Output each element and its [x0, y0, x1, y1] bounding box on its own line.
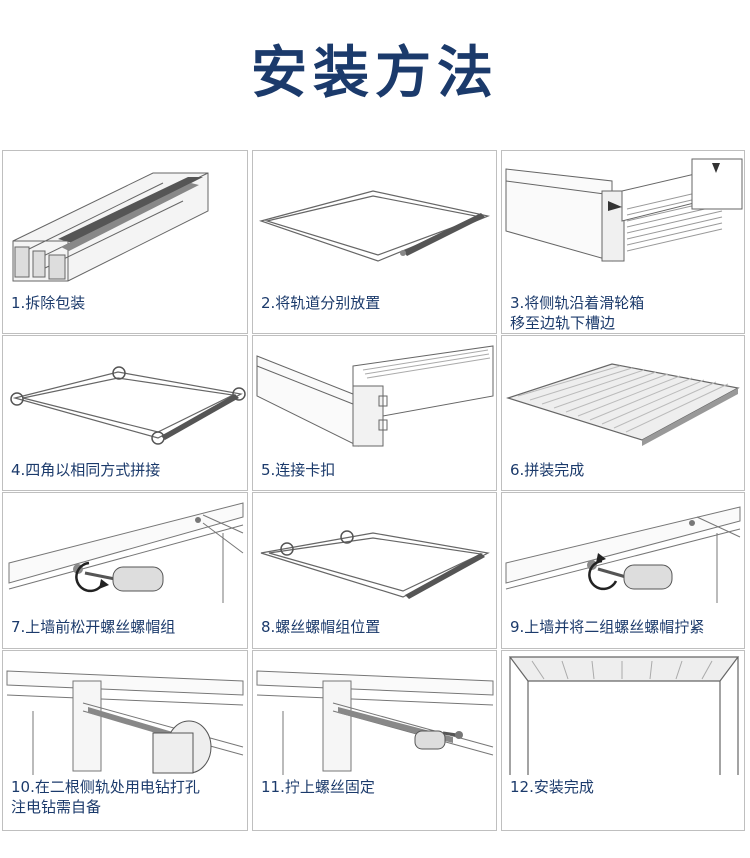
- step-1-card: 1.拆除包装: [2, 150, 248, 334]
- installed-skylight-icon: [508, 656, 740, 775]
- step-caption: 6.拼装完成: [510, 461, 585, 479]
- step-caption: 3.将侧轨沿着滑轮箱 移至边轨下槽边: [510, 294, 645, 332]
- step-7-card: 7.上墙前松开螺丝螺帽组: [2, 492, 248, 649]
- screwdriver-loosen-icon: [8, 502, 244, 603]
- step-3-card: 3.将侧轨沿着滑轮箱 移至边轨下槽边: [501, 150, 745, 334]
- step-12-card: 12.安装完成: [501, 650, 745, 831]
- page-title: 安装方法: [251, 41, 499, 106]
- rail-profile-icon: [12, 172, 209, 282]
- step-6-card: 6.拼装完成: [501, 335, 745, 491]
- rails-laid-out-icon: [258, 190, 491, 262]
- step-caption: 12.安装完成: [510, 778, 594, 796]
- assembled-frame-icon: [506, 363, 740, 446]
- screw-position-icon: [260, 530, 490, 599]
- step-5-card: 5.连接卡扣: [252, 335, 497, 491]
- step-caption: 11.拧上螺丝固定: [261, 778, 375, 796]
- step-caption: 2.将轨道分别放置: [261, 294, 381, 312]
- step-caption: 8.螺丝螺帽组位置: [261, 618, 381, 636]
- step-2-card: 2.将轨道分别放置: [252, 150, 497, 334]
- clip-connect-icon: [256, 345, 494, 447]
- step-caption: 9.上墙并将二组螺丝螺帽拧紧: [510, 618, 705, 636]
- corner-joint-icon: [10, 366, 246, 445]
- slide-rail-icon: [505, 158, 743, 262]
- step-8-card: 8.螺丝螺帽组位置: [252, 492, 497, 649]
- steps-grid: 1.拆除包装 2.将轨道分别放置: [2, 150, 747, 831]
- step-4-card: 4.四角以相同方式拼接: [2, 335, 248, 491]
- drill-hole-icon: [6, 670, 244, 775]
- step-caption: 5.连接卡扣: [261, 461, 336, 479]
- step-11-card: 11.拧上螺丝固定: [252, 650, 497, 831]
- step-caption: 7.上墙前松开螺丝螺帽组: [11, 618, 176, 636]
- step-caption: 1.拆除包装: [11, 294, 86, 312]
- step-caption: 4.四角以相同方式拼接: [11, 461, 161, 479]
- screwdriver-tighten-icon: [505, 506, 741, 603]
- step-10-card: 10.在二根侧轨处用电钻打孔 注电钻需自备: [2, 650, 248, 831]
- screw-fix-icon: [256, 670, 494, 775]
- step-9-card: 9.上墙并将二组螺丝螺帽拧紧: [501, 492, 745, 649]
- step-caption: 10.在二根侧轨处用电钻打孔 注电钻需自备: [11, 778, 200, 816]
